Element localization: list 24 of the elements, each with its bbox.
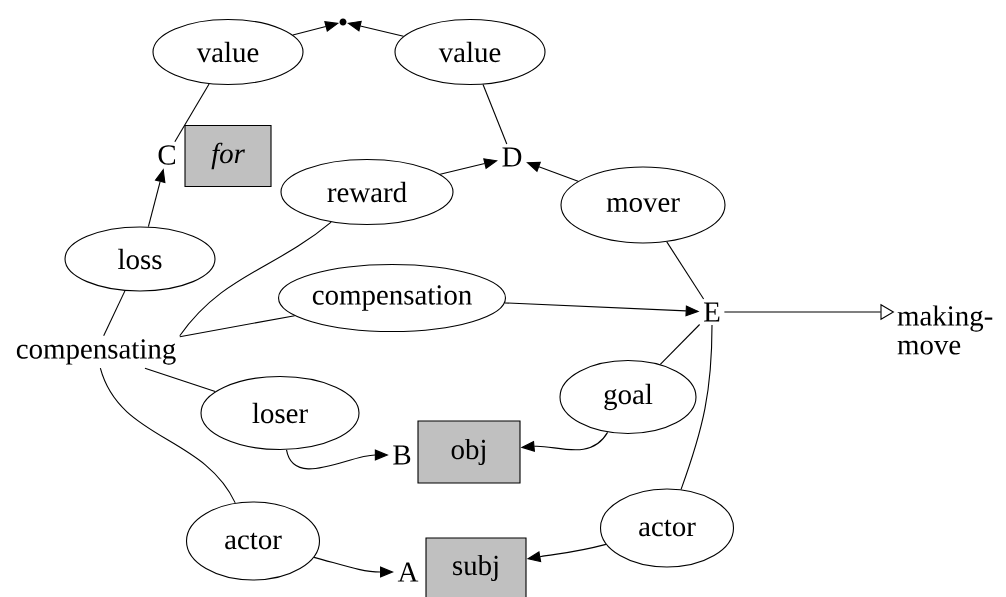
- node-label: D: [502, 147, 522, 167]
- connector-line: [179, 221, 332, 337]
- connector-line: [144, 367, 216, 393]
- concept-box: obj: [417, 420, 521, 484]
- node-label: compensating: [16, 339, 176, 365]
- node-label: C: [158, 145, 176, 165]
- connector-line: [99, 367, 236, 504]
- arrow: [439, 158, 498, 175]
- arrow: [526, 161, 579, 182]
- concept-box: subj: [425, 537, 527, 597]
- connector-line: [680, 324, 713, 490]
- node-label: making-move: [897, 305, 993, 355]
- arrow: [347, 20, 405, 37]
- connector-line: [482, 84, 508, 145]
- connector-line: [174, 83, 210, 143]
- connector-line: [659, 323, 701, 365]
- node-label: E: [704, 302, 720, 322]
- arrow: [313, 556, 394, 578]
- concept-box: for: [184, 124, 272, 188]
- connector-line: [179, 315, 296, 338]
- node-label: A: [397, 562, 419, 582]
- node-label: B: [393, 445, 411, 465]
- connector-line: [666, 241, 705, 300]
- connector-line: [103, 290, 126, 337]
